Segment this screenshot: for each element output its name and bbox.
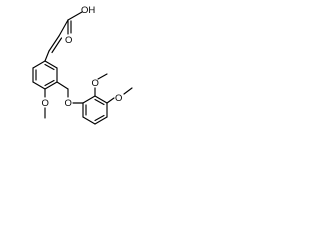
upper-ring-bond-4 (32, 81, 46, 90)
alkene-bond-1 (48, 35, 60, 52)
chain-bond-2 (44, 50, 50, 62)
ch2-linker-bond-1 (56, 81, 69, 90)
lower-ring-bond-2 (94, 95, 108, 104)
methoxy-top-bond-2 (97, 73, 108, 80)
upper-ring-bond-6 (32, 60, 46, 69)
methoxy-top-oxygen-label: O (92, 78, 99, 89)
lower-ring-inner-bond-1 (94, 98, 105, 106)
lower-ring-bond-1 (82, 95, 96, 104)
upper-ring-bond-1 (44, 60, 58, 69)
chain-bond-1 (58, 19, 69, 37)
lower-ring-bond-4 (94, 116, 108, 125)
upper-ring-inner-bond-1 (44, 63, 55, 71)
alkene-bond-2 (51, 37, 63, 54)
hydroxyl-label: OH (81, 5, 95, 16)
carboxyl-c-oh-bond (67, 11, 83, 21)
chemical-structure: OH O O O O O (32, 5, 133, 125)
upper-ring-bond-3 (44, 81, 58, 90)
lower-ring-inner-bond-2 (94, 114, 105, 122)
methoxy-right-bond-1 (106, 97, 115, 104)
upper-ring-inner-bond-2 (44, 79, 55, 87)
ether-oxygen-label: O (65, 98, 72, 109)
methoxy-right-bond-2 (123, 87, 133, 95)
methoxy-left-oxygen-label: O (42, 98, 49, 109)
carbonyl-oxygen-label: O (65, 35, 72, 46)
methoxy-right-oxygen-label: O (115, 93, 122, 104)
lower-ring-bond-5 (82, 116, 96, 125)
